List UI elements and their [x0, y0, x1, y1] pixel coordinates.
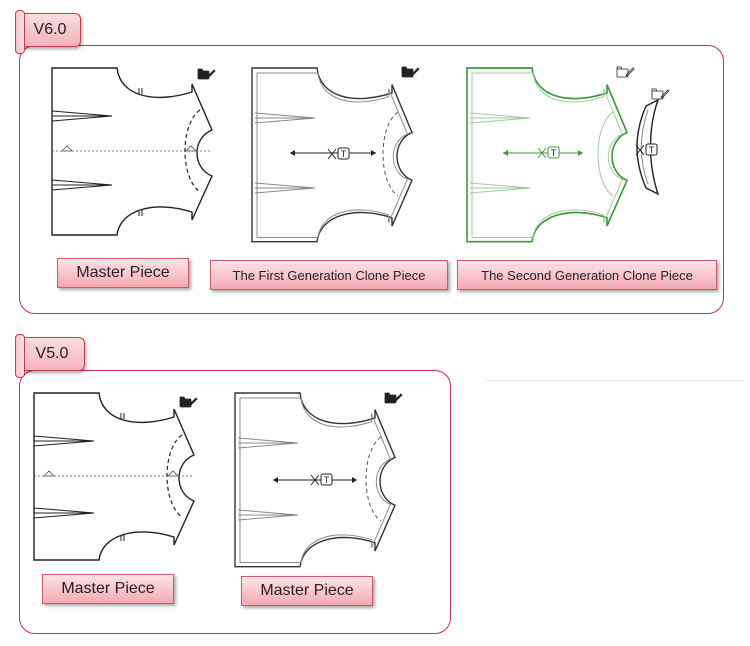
folder-pencil-icon	[651, 88, 670, 100]
text-tool-icon: T	[537, 146, 560, 159]
v6-label-first-clone: The First Generation Clone Piece	[210, 260, 448, 290]
divider-line	[486, 380, 744, 381]
v6-second-clone-piece	[466, 67, 628, 243]
v6-master-piece	[51, 67, 213, 236]
v6-version-tag: V6.0	[15, 10, 81, 54]
v5-label-master-piece: Master Piece	[42, 574, 174, 604]
armhole-dash	[184, 109, 201, 193]
folder-pencil-icon	[179, 396, 198, 408]
armhole-dash	[365, 436, 382, 522]
armhole-line	[597, 111, 614, 197]
armhole-dash	[382, 111, 399, 197]
piece-outline	[33, 392, 195, 561]
folder-pencil-icon	[384, 392, 403, 404]
v6-label-master-piece: Master Piece	[57, 258, 189, 288]
v5-label-master-piece-2: Master Piece	[241, 576, 373, 606]
v6-label-second-clone: The Second Generation Clone Piece	[457, 260, 717, 290]
text-tool-glyph: T	[649, 145, 655, 155]
armhole-dash	[166, 434, 183, 518]
folder-pencil-icon	[616, 66, 635, 78]
piece-outline	[51, 67, 213, 236]
notch-marker	[61, 145, 197, 152]
text-tool-icon: T	[327, 147, 350, 160]
v5-master-piece	[33, 392, 195, 561]
folder-pencil-icon	[197, 68, 216, 80]
notch-marker	[43, 470, 179, 477]
text-tool-glyph: T	[324, 475, 330, 485]
v5-version-tag: V5.0	[15, 334, 85, 378]
text-tool-icon: T	[310, 473, 333, 486]
text-tool-icon: T	[635, 143, 658, 156]
folder-pencil-icon	[401, 66, 420, 78]
text-tool-glyph: T	[341, 149, 347, 159]
text-tool-glyph: T	[551, 148, 557, 158]
